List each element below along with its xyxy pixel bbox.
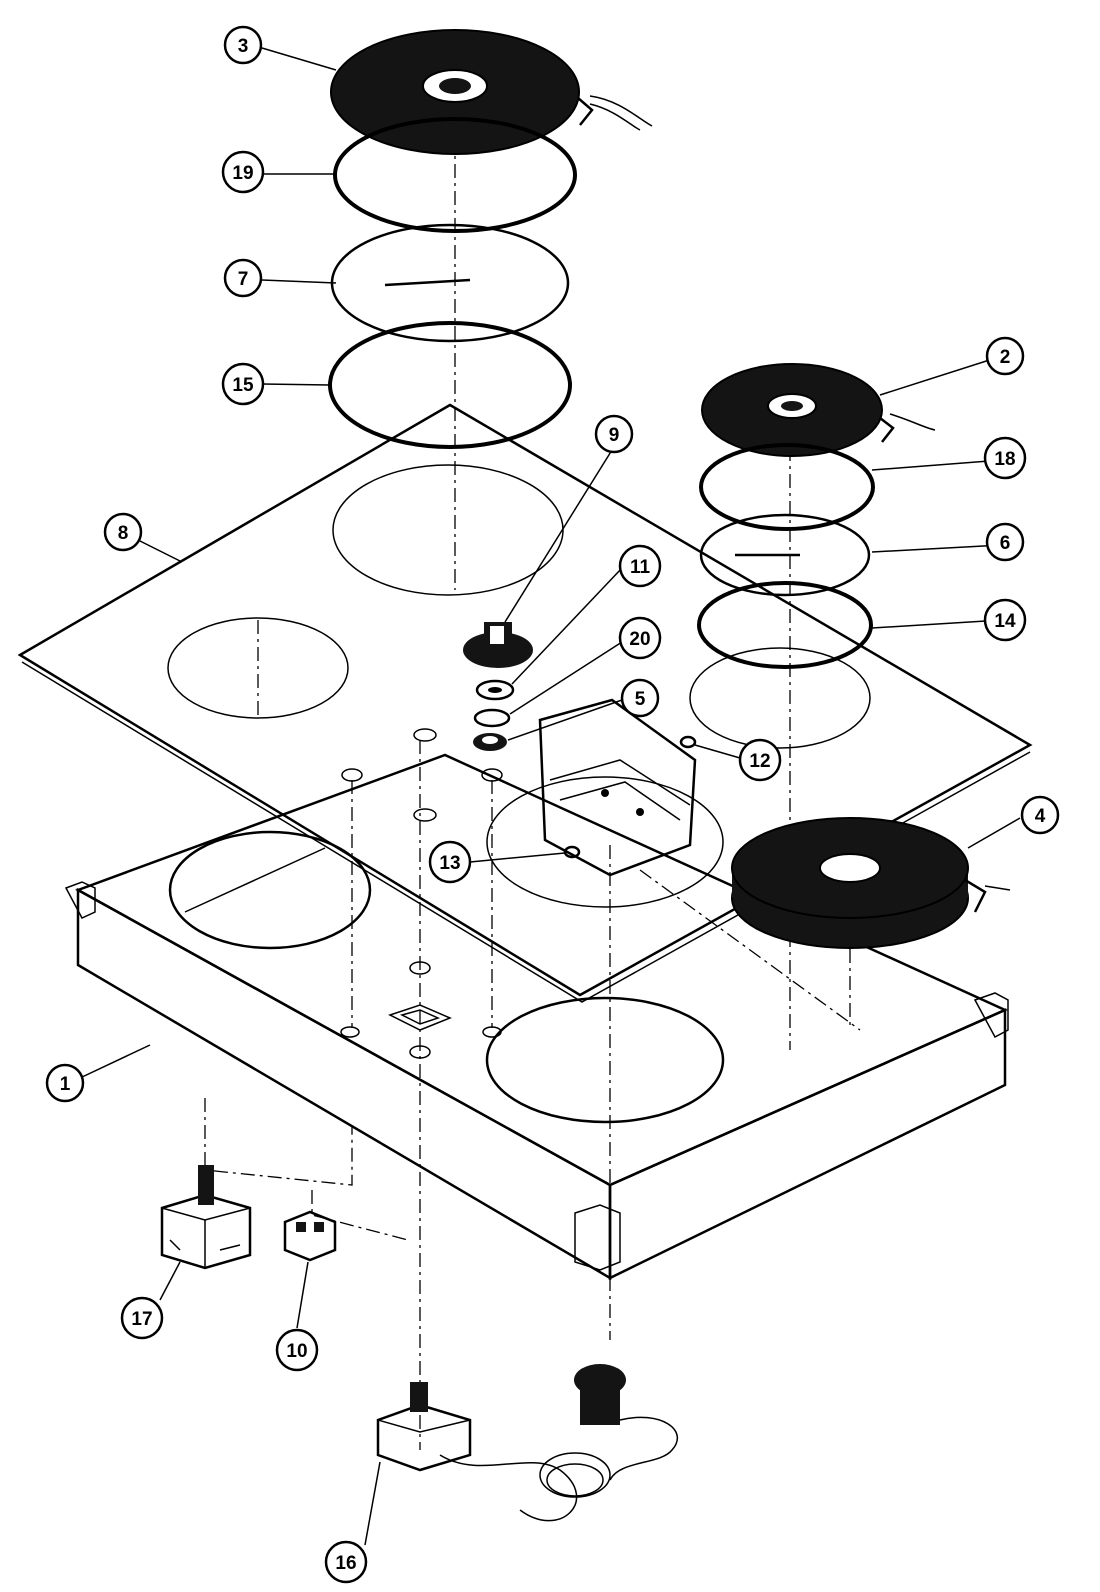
nut-11 — [475, 679, 515, 701]
callout-20: 20 — [618, 616, 662, 660]
callout-5: 5 — [620, 678, 660, 718]
element-2-small — [701, 363, 936, 457]
callout-9: 9 — [594, 414, 634, 454]
element-4 — [731, 817, 1011, 949]
callout-label: 20 — [629, 629, 650, 650]
callout-label: 5 — [635, 689, 646, 710]
ring-14 — [697, 581, 873, 669]
callout-2: 2 — [985, 336, 1025, 376]
callout-label: 14 — [994, 611, 1016, 632]
callout-label: 7 — [238, 269, 249, 290]
element-3-large — [330, 29, 653, 155]
callout-label: 2 — [1000, 347, 1011, 368]
callout-label: 3 — [238, 36, 249, 57]
screw-13 — [563, 845, 581, 859]
callout-3: 3 — [223, 25, 263, 65]
screw-12 — [679, 735, 697, 749]
control-switch-17 — [160, 1165, 252, 1270]
callout-16: 16 — [324, 1540, 368, 1584]
callout-1: 1 — [45, 1063, 85, 1103]
callout-label: 10 — [286, 1341, 307, 1362]
ring-19 — [333, 117, 577, 233]
thermostat-16 — [376, 1382, 578, 1522]
callout-label: 15 — [232, 375, 254, 396]
callout-13: 13 — [428, 840, 472, 884]
callout-label: 8 — [118, 523, 129, 544]
indicator-switch-10 — [283, 1210, 337, 1262]
callout-label: 12 — [749, 751, 770, 772]
callout-10: 10 — [275, 1328, 319, 1372]
callout-label: 13 — [439, 853, 460, 874]
callout-11: 11 — [618, 544, 662, 588]
callout-label: 19 — [232, 163, 253, 184]
callout-label: 16 — [335, 1553, 356, 1574]
alignment-lines — [204, 110, 861, 1450]
callout-15: 15 — [221, 362, 265, 406]
knob-9 — [463, 622, 533, 668]
bushing-5 — [473, 733, 507, 751]
callout-label: 6 — [1000, 533, 1011, 554]
callout-label: 9 — [609, 425, 620, 446]
callout-19: 19 — [221, 150, 265, 194]
callout-18: 18 — [983, 436, 1027, 480]
washer-20 — [473, 708, 511, 728]
callout-17: 17 — [120, 1296, 164, 1340]
mounting-bracket — [538, 698, 697, 877]
callout-12: 12 — [738, 738, 782, 782]
callout-label: 11 — [630, 557, 651, 578]
callout-7: 7 — [223, 258, 263, 298]
callout-6: 6 — [985, 522, 1025, 562]
leader-lines — [79, 47, 1021, 1546]
callout-4: 4 — [1020, 795, 1060, 835]
sensor-bulb — [539, 1364, 679, 1498]
callout-14: 14 — [983, 598, 1027, 642]
callout-8: 8 — [103, 512, 143, 552]
callout-label: 1 — [60, 1074, 71, 1095]
callout-label: 17 — [131, 1309, 152, 1330]
callout-label: 4 — [1035, 806, 1046, 827]
ring-18 — [699, 443, 875, 531]
ring-6 — [699, 513, 871, 597]
callout-label: 18 — [994, 449, 1015, 470]
